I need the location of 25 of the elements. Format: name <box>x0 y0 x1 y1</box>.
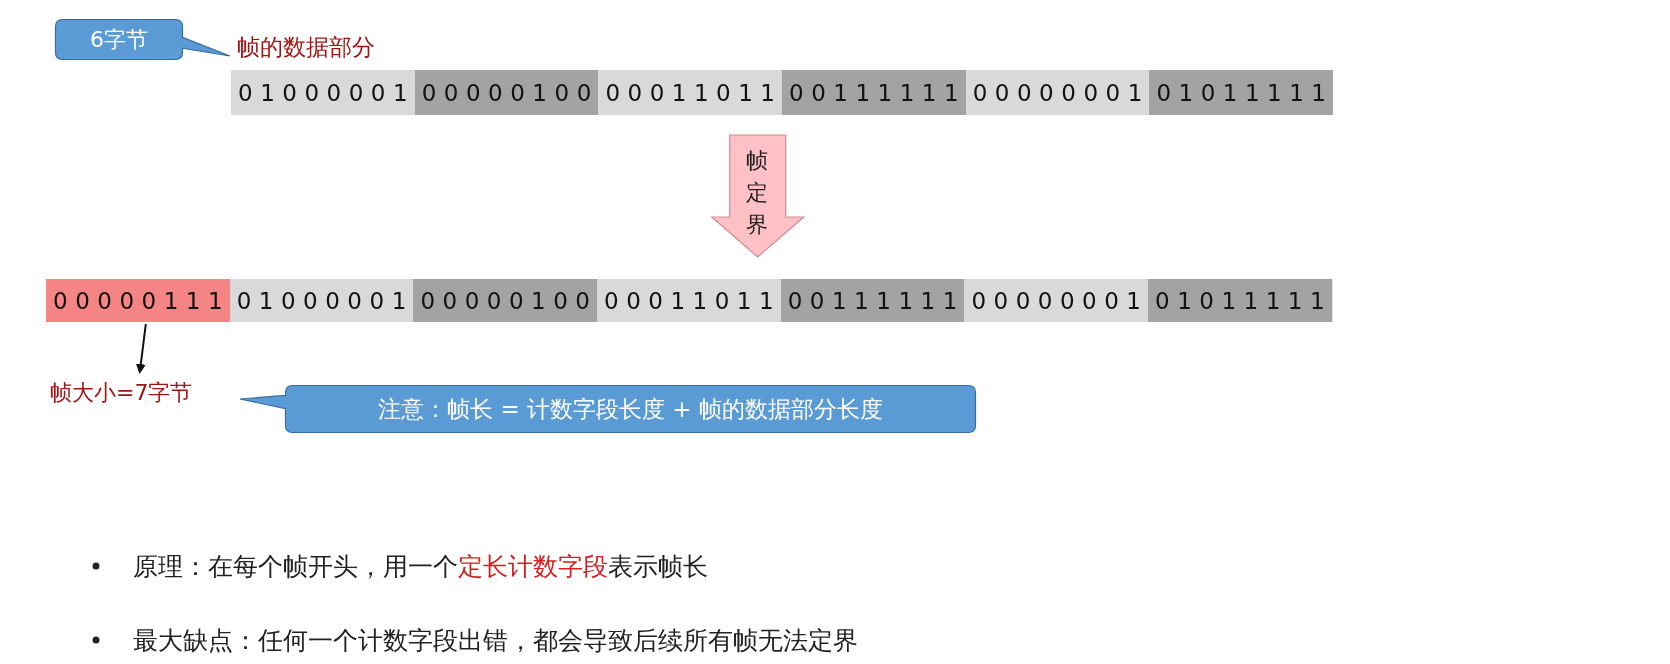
byte-cell: 00111111 <box>782 70 966 115</box>
heading-text: 帧的数据部分 <box>237 33 375 62</box>
byte-cell: 00000001 <box>965 70 1150 115</box>
byte-cell: 00000001 <box>964 279 1148 322</box>
byte-cell: 01011111 <box>1149 70 1333 115</box>
bullet-text: 原理：在每个帧开头，用一个定长计数字段表示帧长 <box>133 551 708 583</box>
annotation-text: 帧大小=7字节 <box>50 378 193 408</box>
edge-label: 帧定界 <box>745 147 768 239</box>
callout-bubble <box>55 19 233 63</box>
byte-cell: 01000001 <box>231 70 415 115</box>
byte-cell: 00011011 <box>597 279 781 322</box>
byte-cell: 01011111 <box>1148 279 1332 322</box>
byte-cell: 00000100 <box>414 70 599 115</box>
bullet-text: 最大缺点：任何一个计数字段出错，都会导致后续所有帧无法定界 <box>133 625 858 657</box>
byte-cell: 01000001 <box>229 279 414 322</box>
arrow <box>135 323 147 374</box>
callout-bubble <box>240 385 976 434</box>
byte-cell: 00111111 <box>780 279 965 322</box>
block-arrow <box>710 134 806 258</box>
byte-cell: 00011011 <box>598 70 782 115</box>
callout-text: 6字节 <box>89 25 149 54</box>
byte-cell: 00000111 <box>46 279 230 322</box>
callout-text: 注意：帧长 = 计数字段长度 + 帧的数据部分长度 <box>377 394 884 424</box>
byte-cell: 00000100 <box>413 279 597 322</box>
bit-stream-bar <box>46 279 1333 322</box>
